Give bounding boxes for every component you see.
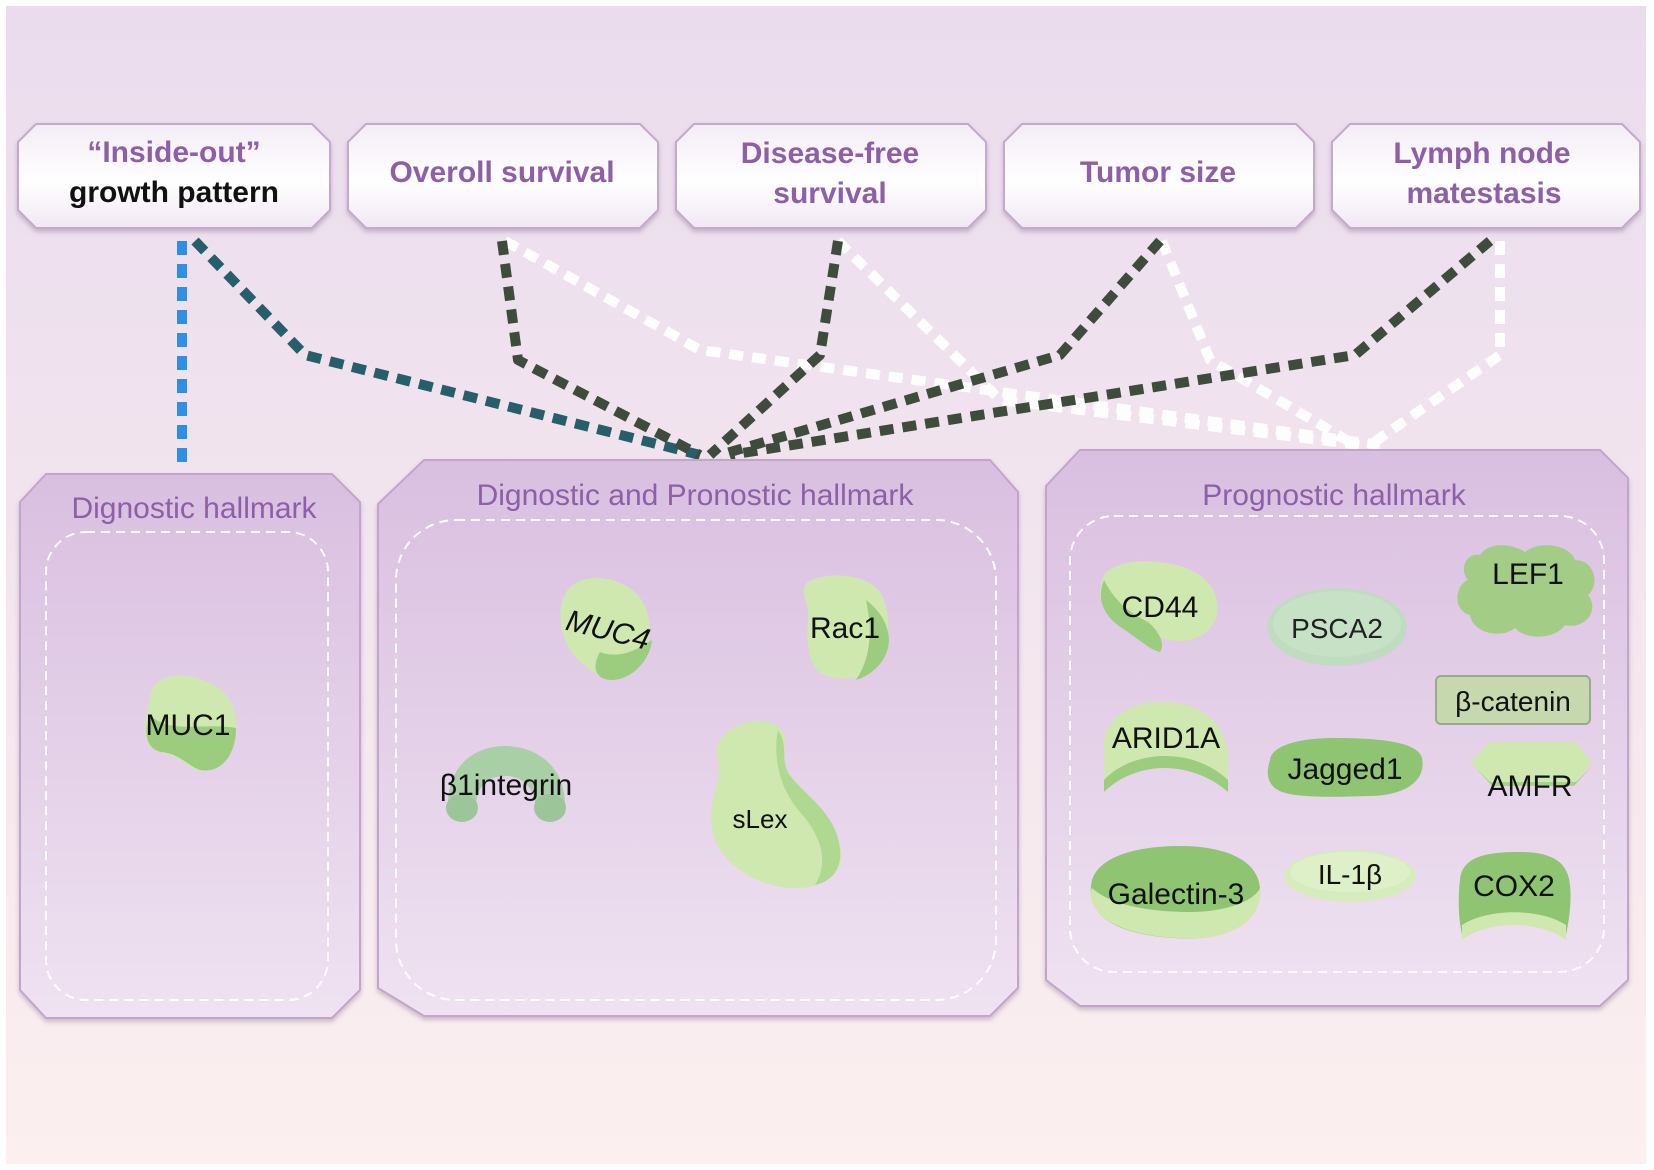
marker-bcatenin-label: β-catenin [1455,686,1571,717]
marker-rac1: Rac1 [803,575,889,680]
connector-insideout-to-diagprog [191,237,702,460]
marker-galectin3-label: Galectin-3 [1108,878,1245,911]
outcome-headers: “Inside-out” growth pattern Overoll surv… [17,123,1641,229]
outcome-disease-free-line1: Disease-free [741,137,919,170]
outcome-inside-out [17,123,331,229]
outcome-overall-survival [347,123,659,229]
marker-muc1-label: MUC1 [145,709,230,742]
marker-rac1-label: Rac1 [810,612,880,645]
connector-overall-to-prognostic [502,236,1381,450]
panel-diagnostic-frame [45,531,329,1001]
marker-amfr-label: AMFR [1488,770,1573,803]
panel-diagnostic-title: Dignostic hallmark [71,492,317,525]
marker-amfr: AMFR [1470,742,1592,803]
outcome-overall-survival-label: Overoll survival [389,156,614,189]
connector-tumorsize-to-diagprog [718,237,1164,460]
panel-diag-prog-title: Dignostic and Pronostic hallmark [477,479,915,512]
panel-prognostic-title: Prognostic hallmark [1202,479,1466,512]
marker-il1b: IL-1β [1284,850,1416,902]
marker-lef1-label: LEF1 [1492,558,1564,591]
marker-psca2: PSCA2 [1267,588,1407,666]
markers: MUC1 MUC4 Rac1 β1integrin sLex [145,545,1595,940]
marker-muc4: MUC4 [560,577,653,680]
marker-jagged1: Jagged1 [1267,738,1423,797]
outcome-lymph-node-line1: Lymph node [1393,137,1570,170]
connector-overall-to-diagprog [497,240,703,460]
outcome-inside-out-line2: growth pattern [69,176,279,209]
marker-muc1: MUC1 [145,675,236,771]
outcome-inside-out-line1: “Inside-out” [87,136,260,169]
panel-prognostic-frame [1069,515,1605,973]
marker-lef1: LEF1 [1457,545,1595,637]
connector-tumorsize-to-prognostic [1157,239,1358,450]
connector-lymphnode-to-prognostic [1367,241,1505,450]
marker-arid1a: ARID1A [1104,701,1228,792]
hallmark-panels: Dignostic hallmark Dignostic and Pronost… [19,449,1629,1019]
marker-cox2-label: COX2 [1473,870,1555,903]
outcome-lymph-node-metastasis [1331,123,1641,229]
marker-b1integrin-label: β1integrin [440,769,572,802]
marker-jagged1-label: Jagged1 [1287,753,1402,786]
marker-arid1a-label: ARID1A [1112,722,1220,755]
marker-cox2: COX2 [1458,852,1571,940]
panel-diag-prog [377,459,1019,1017]
connector-lymphnode-to-diagprog [729,237,1494,460]
connector-lines [177,236,1505,470]
marker-galectin3: Galectin-3 [1090,846,1261,939]
marker-slex-label: sLex [733,804,788,834]
outcome-disease-free-line2: survival [773,177,886,210]
connector-diseasefree-to-prognostic [834,237,1361,450]
outcome-tumor-size-label: Tumor size [1080,156,1236,189]
marker-cd44: CD44 [1100,561,1218,652]
marker-psca2-label: PSCA2 [1291,613,1383,644]
panel-diag-prog-frame [395,519,997,1001]
marker-il1b-label: IL-1β [1318,859,1382,890]
marker-b1integrin: β1integrin [440,746,572,822]
marker-cd44-label: CD44 [1122,591,1199,624]
outcome-lymph-node-line2: matestasis [1406,177,1561,210]
outcome-disease-free-survival [675,123,987,229]
outcome-tumor-size [1003,123,1315,229]
connector-diseasefree-to-diagprog [706,240,843,459]
marker-slex: sLex [711,721,842,889]
marker-bcatenin: β-catenin [1435,675,1591,725]
